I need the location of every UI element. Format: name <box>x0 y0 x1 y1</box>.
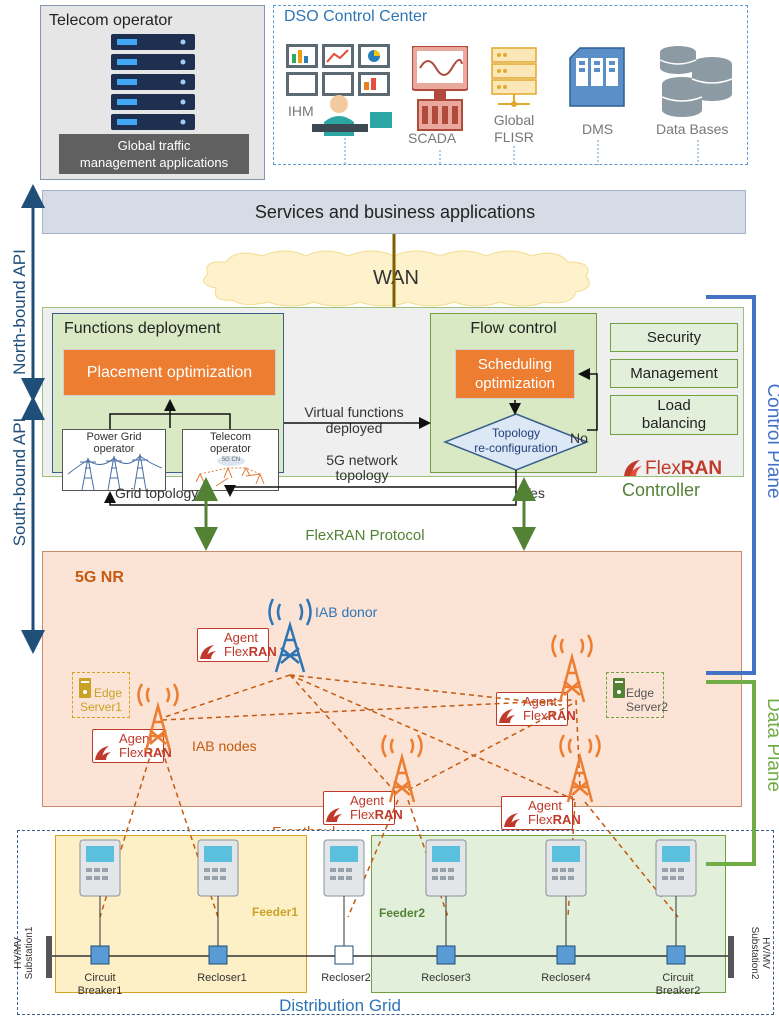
edge-server1-icon <box>79 678 91 698</box>
scada-monitor-icon <box>412 46 468 131</box>
agent-label: Agent <box>119 731 153 746</box>
flexran-brand-ran: RAN <box>680 458 723 479</box>
device-label-cb2: Circuit Breaker2 <box>655 972 701 997</box>
flexran-brand-flex: Flex <box>645 458 681 479</box>
telecom-operator-small-label: Telecom operator <box>210 431 251 455</box>
agent-label: Agent <box>224 630 258 645</box>
dso-databases-label: Data Bases <box>656 121 729 137</box>
scheduling-optimization-label: Scheduling optimization <box>474 356 556 392</box>
flexran-controller-label: Controller <box>622 480 701 500</box>
services-bar: Services and business applications <box>42 190 746 234</box>
virtual-functions-label: Virtual functions deployed <box>304 404 404 436</box>
telecom-operator-title: Telecom operator <box>49 12 173 29</box>
power-grid-operator-label: Power Grid operator <box>86 431 142 455</box>
iab-donor-tower-icon <box>268 598 312 673</box>
iab-node-tower-right-icon <box>551 634 593 703</box>
global-traffic-apps: Global traffic management applications <box>59 134 249 174</box>
dso-title: DSO Control Center <box>284 8 428 25</box>
management-label: Management <box>630 365 718 382</box>
network-topology-label: 5G network topology <box>326 452 398 483</box>
5g-network-icon <box>195 456 265 487</box>
device-label-recloser4: Recloser4 <box>541 972 591 984</box>
server-rack-icon <box>111 34 195 130</box>
power-tower-icon <box>68 453 162 490</box>
load-balancing-label: Load balancing <box>641 397 707 432</box>
flow-control-title: Flow control <box>470 320 557 337</box>
flexran-protocol-label: FlexRAN Protocol <box>305 527 425 544</box>
services-label: Services and business applications <box>254 202 536 222</box>
iab-node-tower-far-right-icon <box>559 734 601 803</box>
placement-optimization-label: Placement optimization <box>86 364 253 381</box>
edge-server1-label: Edge Server1 <box>80 686 123 714</box>
edge-server2-label: Edge Server2 <box>626 686 669 714</box>
flexran-logo-icon <box>624 460 642 476</box>
flisr-server-icon <box>491 47 537 107</box>
agent-brand: FlexRAN <box>224 644 277 659</box>
device-label-cb1: Circuit Breaker1 <box>77 972 123 997</box>
distribution-grid-title: Distribution Grid <box>279 996 401 1015</box>
device-label-recloser3: Recloser3 <box>421 972 471 984</box>
agent-label: Agent <box>350 793 384 808</box>
grid-switches <box>90 945 686 965</box>
dso-control-center: DSO Control Center <box>273 5 748 165</box>
iab-nodes-label: IAB nodes <box>192 738 257 754</box>
security-module: Security <box>610 323 738 352</box>
database-icon <box>659 46 733 117</box>
power-grid-operator-box <box>62 429 166 491</box>
wan-cloud-icon <box>203 250 590 307</box>
dso-scada-label: SCADA <box>408 130 457 146</box>
device-label-recloser2: Recloser2 <box>321 972 371 984</box>
relay-devices <box>79 839 697 897</box>
global-traffic-apps-label: Global traffic management applications <box>79 138 229 170</box>
agent-brand: FlexRAN <box>523 708 576 723</box>
feeder2-label: Feeder2 <box>379 906 426 920</box>
management-module: Management <box>610 359 738 388</box>
no-label: No <box>570 430 588 446</box>
device-label-recloser1: Recloser1 <box>197 972 247 984</box>
dso-dms-label: DMS <box>582 121 614 137</box>
iab-node-tower-center-icon <box>381 734 423 803</box>
functions-deployment-title: Functions deployment <box>64 320 221 337</box>
security-label: Security <box>646 329 702 346</box>
agent-brand: FlexRAN <box>350 807 403 822</box>
grid-topology-label: Grid topology <box>115 485 199 501</box>
agent-brand: FlexRAN <box>119 745 172 760</box>
flexran-brand: FlexRAN <box>645 458 722 480</box>
placement-optimization-box: Placement optimization <box>63 349 276 396</box>
load-balancing-module: Load balancing <box>610 395 738 435</box>
dso-flisr-label: Global FLISR <box>493 112 535 145</box>
core-network-label: 5G CN <box>221 457 241 463</box>
feeder1-label: Feeder1 <box>252 905 299 919</box>
agent-label: Agent <box>528 798 562 813</box>
telecom-operator-panel: Telecom operator Global traffic manageme… <box>40 5 265 180</box>
scheduling-optimization-box: Scheduling optimization <box>455 349 575 399</box>
topology-reconfiguration-label: Topology re-configuration <box>474 426 558 455</box>
iab-node-tower-left-icon <box>137 683 179 752</box>
wan-label: WAN <box>373 267 419 289</box>
ihm-workstation-icon <box>286 44 392 136</box>
dso-ihm-label: IHM <box>288 103 314 119</box>
iab-donor-label: IAB donor <box>315 604 378 620</box>
edge-server2-icon <box>613 678 625 698</box>
5g-nr-title: 5G NR <box>75 569 124 586</box>
dms-server-icon <box>569 47 625 107</box>
